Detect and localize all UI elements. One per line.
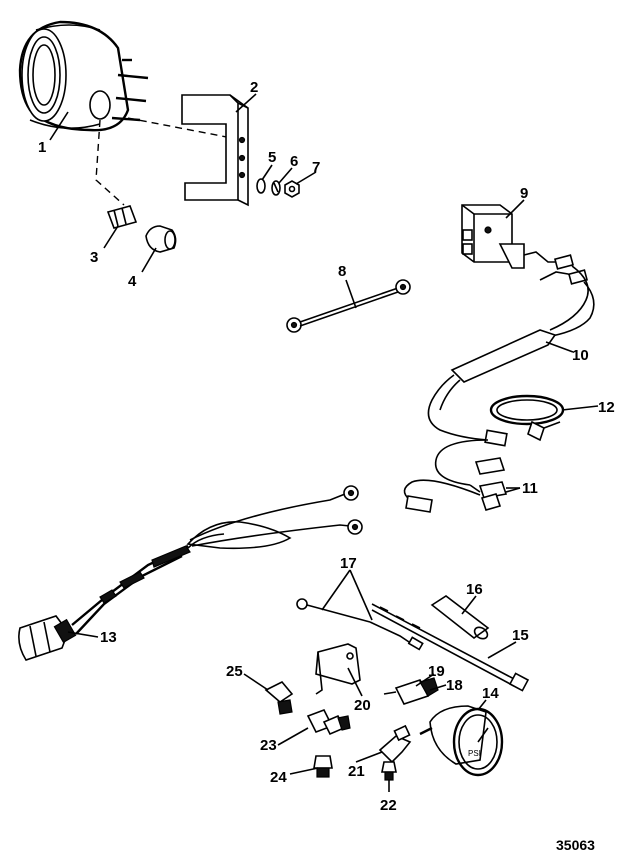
part-5-washer [256, 178, 266, 194]
callout-25: 25 [226, 663, 243, 680]
callout-4: 4 [128, 273, 137, 290]
part-6-lockwasher [271, 180, 281, 196]
callout-22: 22 [380, 797, 397, 814]
connection-line [127, 117, 233, 139]
part-25-elbow-fitting [264, 681, 294, 715]
part-22-fitting [381, 761, 397, 781]
part-21-elbow [378, 724, 412, 764]
part-9-terminal-block [461, 204, 525, 269]
callout-2: 2 [250, 79, 258, 96]
callout-10: 10 [572, 347, 589, 364]
callout-20: 20 [354, 697, 371, 714]
callout-18: 18 [446, 677, 463, 694]
part-3-connector [106, 205, 138, 229]
callout-13: 13 [100, 629, 117, 646]
callout-9: 9 [520, 185, 528, 202]
part-19-sender [383, 677, 439, 705]
callout-14: 14 [482, 685, 499, 702]
part-2-bracket [181, 94, 249, 207]
connection-line [95, 119, 125, 206]
callout-23: 23 [260, 737, 277, 754]
callout-21: 21 [348, 763, 365, 780]
part-10-harness [427, 251, 595, 447]
callout-19: 19 [428, 663, 445, 680]
part-17-sender-leads [296, 598, 424, 651]
callout-6: 6 [290, 153, 298, 170]
callout-5: 5 [268, 149, 276, 166]
part-20-sender-bracket [315, 643, 361, 695]
part-1-gauge [18, 20, 149, 132]
part-14-pressure-gauge: PSI [419, 705, 504, 777]
part-4-boot [145, 225, 177, 253]
callout-8: 8 [338, 263, 346, 280]
part-23-tee-fitting [306, 708, 351, 736]
figure-code: 35063 [556, 837, 595, 853]
part-13-cable-harness [18, 485, 363, 661]
part-8-ground-wire [286, 279, 411, 333]
callout-11: 11 [522, 480, 538, 497]
part-11-lead-clips [403, 439, 520, 513]
callout-15: 15 [512, 627, 529, 644]
callout-7: 7 [312, 159, 320, 176]
leader-lines [49, 93, 599, 792]
part-7-nut [284, 180, 300, 198]
part-16-sleeve [430, 595, 490, 640]
callout-16: 16 [466, 581, 483, 598]
callout-17: 17 [340, 555, 357, 572]
callout-12: 12 [598, 399, 615, 416]
part-12-strap [489, 394, 565, 442]
part-15-cable-tie [371, 603, 530, 692]
gauge-face-text: PSI [468, 749, 481, 758]
callout-labels: 1 2 3 4 5 6 7 8 9 10 11 12 13 14 15 16 1… [38, 79, 615, 814]
part-24-plug [313, 755, 333, 778]
callout-3: 3 [90, 249, 98, 266]
callout-1: 1 [38, 139, 46, 156]
callout-24: 24 [270, 769, 287, 786]
